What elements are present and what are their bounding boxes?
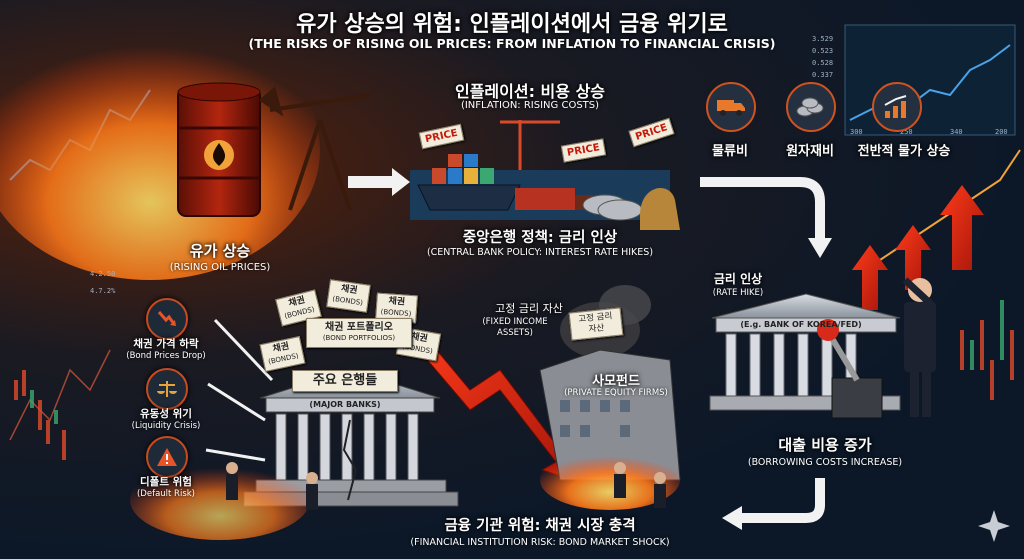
private-equity-label-en: (PRIVATE EQUITY FIRMS) <box>564 388 668 398</box>
rising-chart-icon <box>872 82 922 132</box>
ticker-right-4: 0.337 <box>812 71 834 79</box>
oil-label-en: (RISING OIL PRICES) <box>169 262 271 273</box>
ticker-axis-3: 340 <box>950 128 963 136</box>
ticker-axis-2: 250 <box>900 128 913 136</box>
rate-hike-label-en: (RATE HIKE) <box>712 288 764 298</box>
impact-fire <box>540 450 680 510</box>
risk-label: 디폴트 위험 <box>140 476 192 488</box>
ticker-right-2: 0.523 <box>812 47 834 55</box>
major-banks-label: 주요 은행들 <box>292 370 398 392</box>
arrow-borrowing-to-crisis <box>740 478 825 523</box>
bank-sign: (E.g. BANK OF KOREA/FED) <box>740 320 862 329</box>
risk-label-en: (Bond Prices Drop) <box>126 351 206 361</box>
risk-label: 채권 가격 하락 <box>133 338 199 350</box>
pe-document: 고정 금리 자산 <box>568 307 624 341</box>
ticker-right-3: 0.528 <box>812 59 834 67</box>
ticker-axis-1: 300 <box>850 128 863 136</box>
risk-label: 유동성 위기 <box>140 408 192 420</box>
pump-jack-icon <box>258 86 371 211</box>
port-scene <box>410 120 680 230</box>
left-candles <box>14 370 66 460</box>
central-bank-label: 중앙은행 정책: 금리 인상 <box>462 230 618 246</box>
risk-connector-arrows <box>205 318 274 462</box>
main-title: 유가 상승의 위험: 인플레이션에서 금융 위기로 <box>296 12 728 37</box>
cost-item-label: 물류비 <box>712 144 748 159</box>
oil-label: 유가 상승 <box>189 242 251 260</box>
private-equity-label: 사모펀드 <box>592 374 640 389</box>
ticker-axis-4: 200 <box>995 128 1008 136</box>
bond-portfolio-document: 채권 포트폴리오 (BOND PORTFOLIOS) <box>306 318 412 348</box>
inflation-label-en: (INFLATION: RISING COSTS) <box>460 100 600 111</box>
arrow-oil-to-inflation <box>348 168 410 196</box>
risk-label-en: (Liquidity Crisis) <box>131 421 201 431</box>
ticker-left-1: 4.2.50 <box>90 270 116 278</box>
major-banks-label-en: (MAJOR BANKS) <box>309 400 381 409</box>
fixed-income-label: 고정 금리 자산 <box>495 302 563 315</box>
arrow-inflation-to-rate <box>700 177 825 240</box>
central-bank-label-en: (CENTRAL BANK POLICY: INTEREST RATE HIKE… <box>426 247 654 258</box>
oil-barrel-icon <box>177 82 261 217</box>
rate-lever-icon <box>817 319 883 419</box>
cost-item-label: 원자재비 <box>786 144 834 159</box>
warning-icon <box>146 436 188 478</box>
private-equity-building <box>539 349 681 481</box>
banker-figure <box>902 277 936 417</box>
right-candles <box>960 300 1014 400</box>
borrowing-label: 대출 비용 증가 <box>778 436 872 454</box>
left-chart-line-2 <box>9 349 111 441</box>
sparkle-icon <box>978 510 1010 542</box>
main-subtitle: (THE RISKS OF RISING OIL PRICES: FROM IN… <box>248 36 776 51</box>
crisis-label-en: (FINANCIAL INSTITUTION RISK: BOND MARKET… <box>410 537 670 548</box>
rate-hike-label: 금리 인상 <box>713 272 763 286</box>
ticker-right-1: 3.529 <box>812 35 834 43</box>
crisis-label: 금융 기관 위험: 채권 시장 충격 <box>444 518 636 534</box>
inflation-label: 인플레이션: 비용 상승 <box>454 82 606 101</box>
risk-label-en: (Default Risk) <box>136 489 195 499</box>
bond-document: 채권(BONDS) <box>326 279 371 313</box>
falling-arrow-icon <box>146 298 188 340</box>
borrowing-label-en: (BORROWING COSTS INCREASE) <box>747 457 903 468</box>
truck-icon <box>706 82 756 132</box>
panicking-people <box>226 462 666 510</box>
ticker-left-2: 4.7.2% <box>90 287 116 295</box>
raw-materials-icon <box>786 82 836 132</box>
rising-red-arrows <box>852 185 984 310</box>
fixed-income-label-en: (FIXED INCOME ASSETS) <box>482 317 548 338</box>
cost-item-label: 전반적 물가 상승 <box>857 144 951 159</box>
scales-icon <box>146 368 188 410</box>
